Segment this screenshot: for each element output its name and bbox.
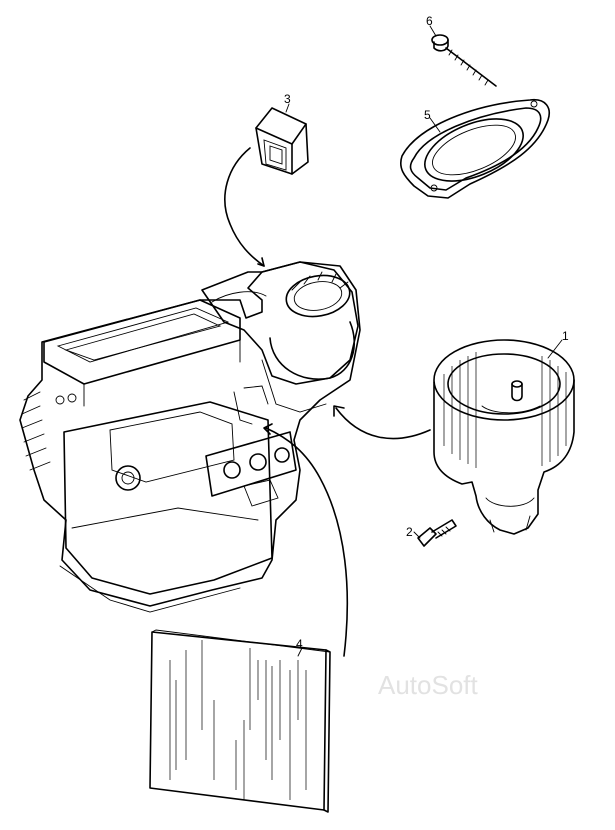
- bolt: [417, 519, 457, 547]
- assembly-arrows: [224, 147, 431, 657]
- watermark: AutoSoft: [378, 670, 479, 700]
- arrow-blower: [335, 407, 431, 440]
- callout-4: 4: [296, 637, 303, 651]
- blower-fan: [433, 339, 575, 535]
- callout-6: 6: [426, 14, 433, 28]
- arrow-filter-head: [263, 423, 273, 435]
- arrow-filter: [265, 427, 349, 657]
- callout-3: 3: [284, 92, 291, 106]
- screw: [431, 34, 497, 87]
- arrow-resistor-head: [257, 257, 265, 267]
- seal-gasket: [399, 98, 550, 199]
- callout-1: 1: [562, 329, 569, 343]
- leader-lines: [285, 25, 563, 657]
- arrow-resistor: [224, 147, 265, 267]
- cabin-filter: [149, 629, 331, 813]
- resistor-block: [255, 107, 309, 175]
- callout-5: 5: [424, 108, 431, 122]
- arrow-blower-head: [333, 405, 345, 417]
- callout-2: 2: [406, 525, 413, 539]
- heater-housing: [19, 261, 361, 613]
